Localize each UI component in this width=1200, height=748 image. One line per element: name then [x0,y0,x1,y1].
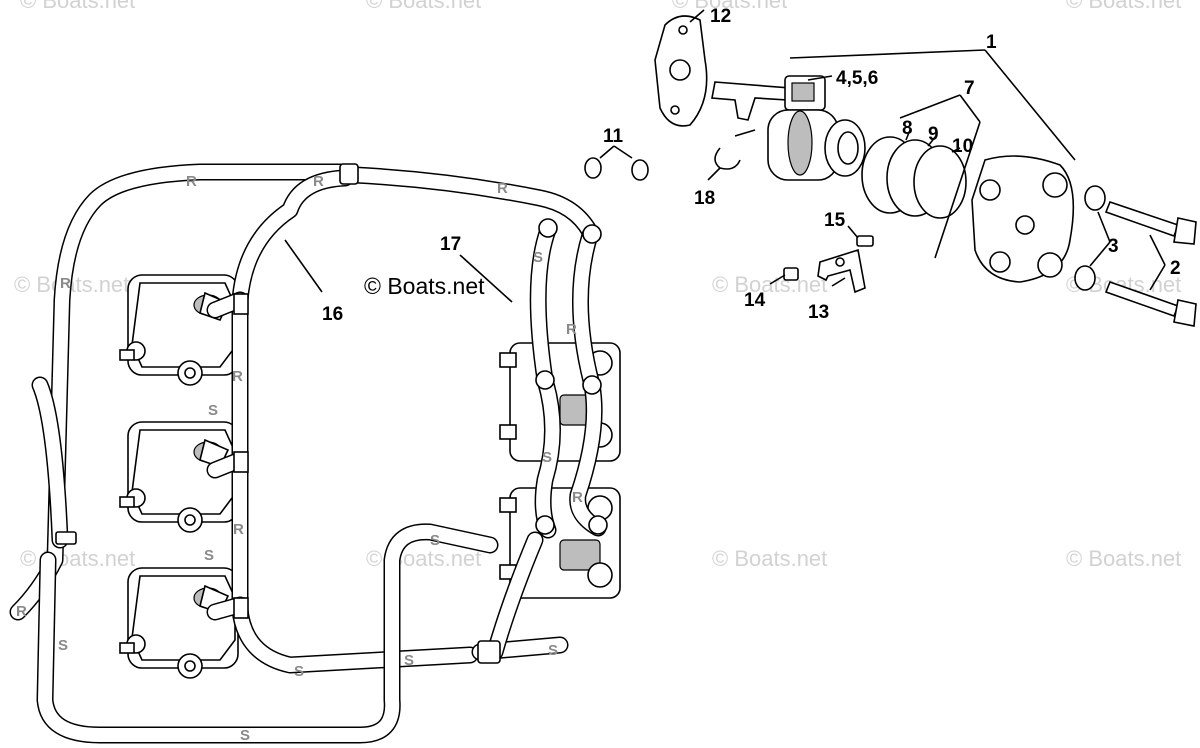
return-hose-code: R [60,275,71,292]
hose-clamp [477,640,501,664]
hose-codes: R R R R R R R R R S S S S S S S S S S [16,173,583,744]
return-hose-code: R [232,368,243,385]
callout-10: 10 [952,136,973,157]
return-hose-code: R [186,173,197,190]
left-pump-bank [119,274,239,679]
watermark: © Boats.net [712,546,827,571]
callout-16: 16 [322,304,343,325]
return-hose-code: R [497,180,508,197]
supply-hose-code: S [204,547,214,564]
watermark: © Boats.net [20,0,135,13]
return-hose-code: R [16,603,27,620]
return-hose-code: R [566,321,577,338]
hose-clamp [339,163,359,185]
hose-routing [9,163,608,744]
pump-unit [119,274,239,386]
callout-17: 17 [440,234,461,255]
callout-11: 11 [603,126,624,147]
supply-hose-code: S [542,449,552,466]
supply-hose-code: S [240,727,250,744]
supply-hose-code: S [430,532,440,549]
callout-13: 13 [808,302,829,323]
watermark: © Boats.net [366,546,481,571]
supply-hose-code: S [208,402,218,419]
callout-9: 9 [928,124,939,145]
callout-2: 2 [1170,258,1181,279]
supply-hose-code: S [548,642,558,659]
watermark: © Boats.net [1066,546,1181,571]
callout-3: 3 [1108,236,1119,257]
callout-7: 7 [964,78,975,99]
watermark: © Boats.net [20,546,135,571]
return-hose-code: R [233,521,244,538]
pump-unit [119,567,239,679]
watermark-layer: © Boats.net © Boats.net © Boats.net © Bo… [14,0,1181,571]
callout-12: 12 [710,6,731,27]
exploded-parts [584,15,1197,327]
callout-18: 18 [694,188,715,209]
hose-clamp [55,531,77,545]
callout-15: 15 [824,210,846,231]
leader-lines [284,9,1166,303]
supply-hose-code: S [533,249,543,266]
callout-4-5-6: 4,5,6 [836,68,878,89]
supply-hose-code: S [294,663,304,680]
return-hose-code: R [572,489,583,506]
supply-hose-code: S [58,637,68,654]
pump-unit [119,421,239,533]
watermark: © Boats.net [1066,0,1181,13]
callouts: 1 2 3 4,5,6 7 8 9 10 11 12 13 14 15 16 1… [322,6,1181,325]
copyright-label: © Boats.net [364,273,485,299]
gasket-hole [669,59,691,81]
return-hose-code: R [313,173,324,190]
supply-hose-code: S [404,652,414,669]
watermark: © Boats.net [366,0,481,13]
callout-8: 8 [902,118,913,139]
watermark: © Boats.net [712,272,827,297]
callout-1: 1 [986,32,997,53]
watermark: © Boats.net [672,0,787,13]
callout-14: 14 [744,290,766,311]
